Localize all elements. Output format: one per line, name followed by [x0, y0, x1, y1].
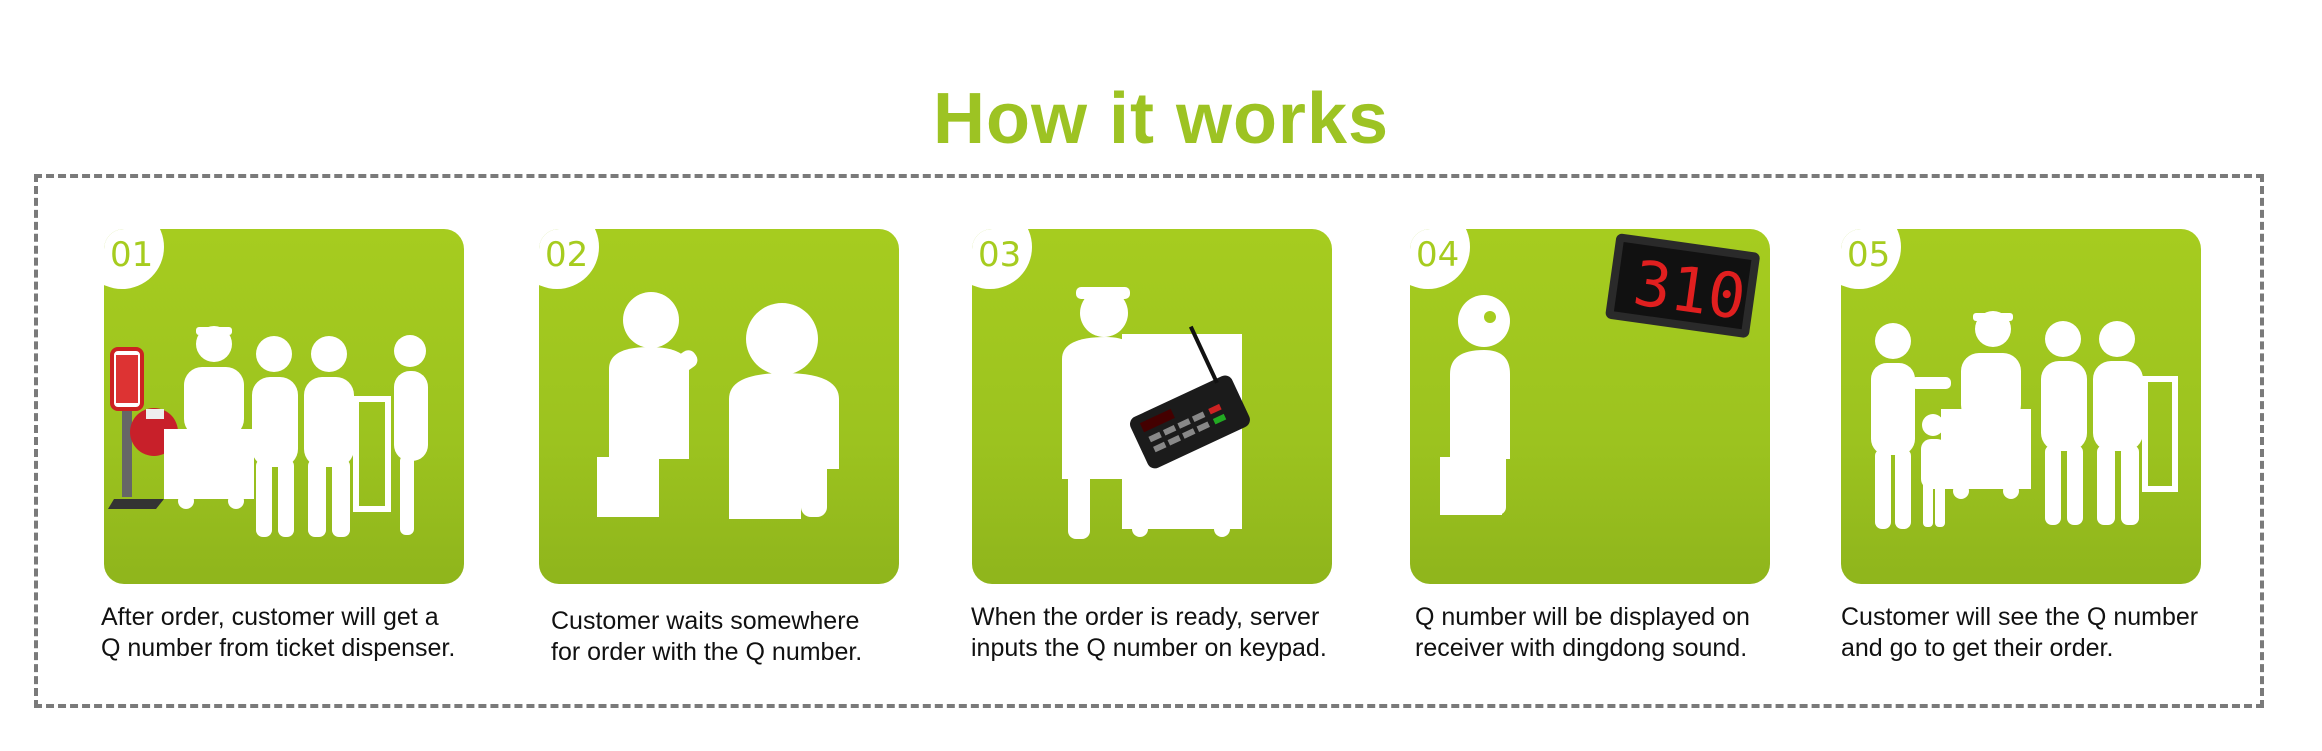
step-card-4: 310 04	[1410, 229, 1770, 584]
waiting-customers-icon	[597, 292, 839, 519]
step-card-5: 05	[1841, 229, 2201, 584]
page-title: How it works	[932, 79, 1390, 159]
receiver-readout: 310	[1629, 246, 1750, 334]
caption-line: receiver with dingdong sound.	[1415, 634, 1748, 662]
step-caption-5: Customer will see the Q number and go to…	[1841, 602, 2241, 664]
step-number: 05	[1847, 235, 1891, 275]
step-caption-1: After order, customer will get a Q numbe…	[101, 602, 501, 664]
step-number-badge: 05	[1841, 229, 1901, 289]
caption-line: for order with the Q number.	[551, 638, 863, 666]
caption-line: and go to get their order.	[1841, 634, 2114, 662]
caption-line: When the order is ready, server	[971, 603, 1320, 631]
ticket-dispenser-queue-icon	[108, 326, 428, 537]
caption-line: Customer waits somewhere	[551, 607, 860, 635]
step-number: 02	[545, 235, 589, 275]
step-caption-2: Customer waits somewhere for order with …	[551, 606, 951, 668]
step-number: 04	[1416, 235, 1460, 275]
step-number: 03	[978, 235, 1022, 275]
caption-line: Q number from ticket dispenser.	[101, 634, 456, 662]
step-card-3: 03	[972, 229, 1332, 584]
step-caption-4: Q number will be displayed on receiver w…	[1415, 602, 1815, 664]
caption-line: Q number will be displayed on	[1415, 603, 1750, 631]
customer-receiver-display-icon: 310	[1440, 233, 1760, 515]
step-card-2: 02	[539, 229, 899, 584]
step-number: 01	[110, 235, 154, 275]
steps-frame	[34, 174, 2264, 708]
order-pickup-icon	[1871, 311, 2178, 529]
caption-line: Customer will see the Q number	[1841, 603, 2199, 631]
caption-line: After order, customer will get a	[101, 603, 439, 631]
step-number-badge: 01	[104, 229, 164, 289]
caption-line: inputs the Q number on keypad.	[971, 634, 1327, 662]
server-keypad-icon	[1062, 287, 1250, 539]
step-card-1: 01	[104, 229, 464, 584]
step-number-badge: 02	[539, 229, 599, 289]
step-caption-3: When the order is ready, server inputs t…	[971, 602, 1371, 664]
